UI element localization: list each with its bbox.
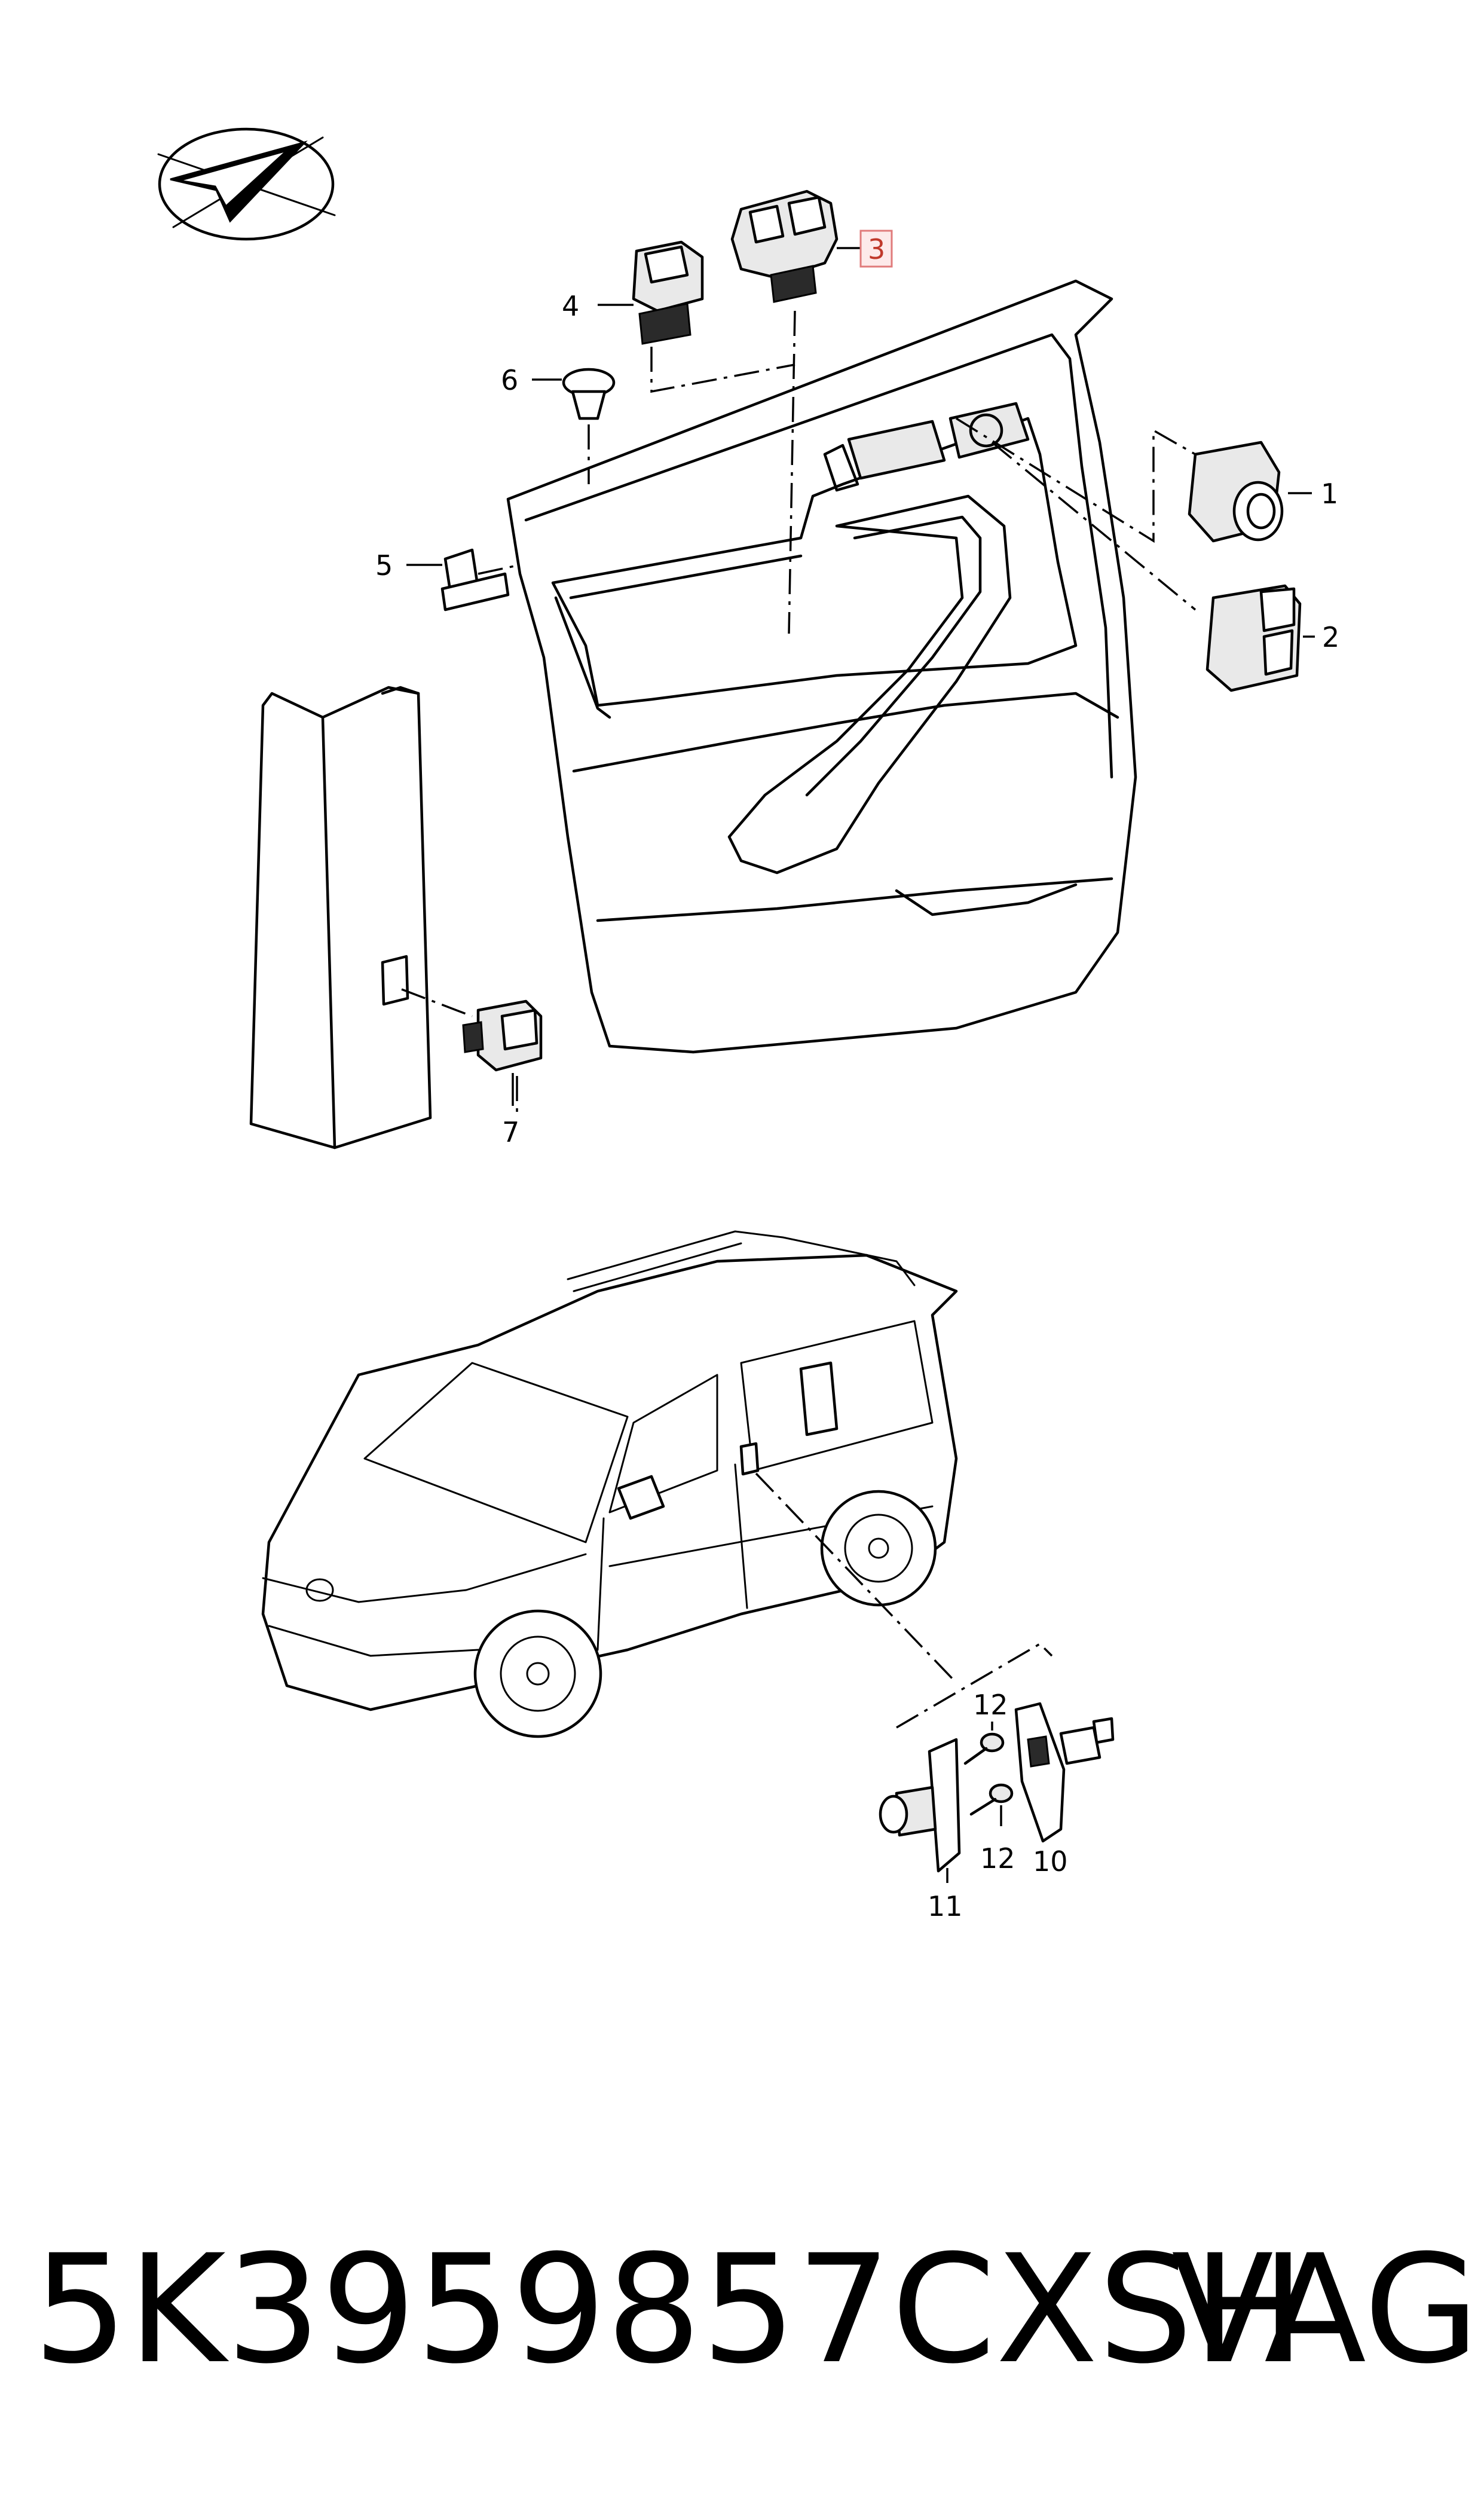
svg-text:10: 10 (1033, 1845, 1068, 1878)
callout-12-upper[interactable]: 12 (973, 1689, 1008, 1731)
svg-text:6: 6 (501, 364, 518, 396)
svg-text:12: 12 (973, 1689, 1008, 1721)
callout-5[interactable]: 5 (375, 549, 442, 582)
svg-text:3: 3 (868, 233, 885, 265)
vehicle-illustration (261, 1230, 958, 1738)
highlight-box (859, 230, 893, 268)
callout-7[interactable]: 7 (502, 1073, 519, 1148)
screw-lower (969, 1783, 1014, 1816)
install-lines-upper (401, 310, 1197, 1112)
callout-12-lower[interactable]: 12 (980, 1805, 1015, 1875)
callout-2[interactable]: 2 (1303, 621, 1339, 653)
part-number-caption: 5K3959857CXSH (33, 2222, 1305, 2396)
svg-text:5: 5 (375, 549, 393, 582)
window-switch-single (632, 240, 704, 345)
door-trim-panel (506, 279, 1137, 1054)
window-switch-double (730, 189, 839, 303)
install-lines-lower (755, 1472, 1053, 1729)
retainer (440, 548, 510, 612)
svg-text:12: 12 (980, 1842, 1015, 1875)
svg-text:2: 2 (1322, 621, 1339, 653)
screw-upper (963, 1732, 1005, 1765)
contact-bracket (1014, 1702, 1115, 1843)
mirror-adjust-switch (1188, 441, 1284, 543)
b-pillar-trim (249, 686, 432, 1150)
small-switch (462, 999, 543, 1072)
svg-text:7: 7 (502, 1116, 519, 1148)
callout-3[interactable]: 3 (837, 230, 893, 268)
svg-text:4: 4 (562, 290, 579, 322)
multi-switch-block (1205, 584, 1302, 692)
svg-text:1: 1 (1321, 478, 1338, 510)
door-contact-switch (879, 1738, 961, 1873)
callout-10[interactable]: 10 (1033, 1838, 1068, 1878)
trim-clip (562, 368, 616, 420)
brand-caption: VAG (1171, 2222, 1479, 2396)
callout-1[interactable]: 1 (1288, 478, 1338, 510)
callout-11[interactable]: 11 (928, 1868, 963, 1922)
callout-4[interactable]: 4 (562, 290, 634, 322)
compass-arrow-icon (157, 127, 336, 241)
callout-6[interactable]: 6 (501, 364, 562, 396)
svg-text:11: 11 (928, 1890, 963, 1922)
